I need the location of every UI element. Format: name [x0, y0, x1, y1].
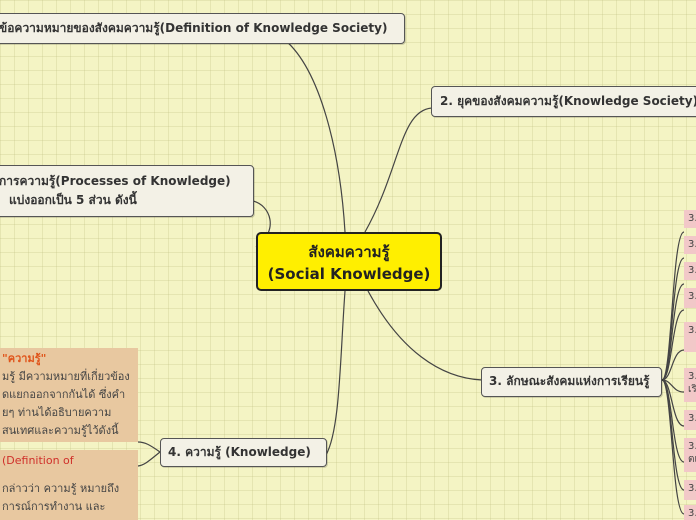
- topic-knowledge-label: 4. ความรู้ (Knowledge): [168, 445, 311, 459]
- subtopic-label: 3.: [688, 371, 696, 382]
- topic-processes-line1: การความรู้(Processes of Knowledge): [0, 174, 231, 188]
- subtopic-3-4[interactable]: 3.: [684, 288, 696, 308]
- topic-knowledge[interactable]: 4. ความรู้ (Knowledge): [160, 438, 327, 467]
- subtopic-label-extra: ตเ: [688, 454, 696, 465]
- subtopic-label: 3.: [688, 483, 696, 494]
- link-learning: [367, 290, 483, 381]
- central-topic-line1: สังคมความรู้: [308, 243, 390, 261]
- subtopic-label: 3.: [688, 213, 696, 224]
- topic-definition[interactable]: ข้อความหมายของสังคมความรู้(Definition of…: [0, 13, 405, 44]
- note-line: มรู้ มีความหมายที่เกี่ยวข้อง: [2, 370, 130, 383]
- note-line: กล่าวว่า ความรู้ หมายถึง: [2, 482, 120, 495]
- topic-processes-line2: แบ่งออกเป็น 5 ส่วน ดังนี้: [9, 193, 137, 207]
- subtopic-3-6[interactable]: 3. เริ: [684, 368, 696, 402]
- subtopic-3-7[interactable]: 3.: [684, 410, 696, 430]
- subtopic-label: 3.: [688, 441, 696, 452]
- topic-definition-label: ข้อความหมายของสังคมความรู้(Definition of…: [0, 21, 388, 35]
- subtopic-3-2[interactable]: 3.: [684, 236, 696, 254]
- subtopic-3-3[interactable]: 3.: [684, 262, 696, 280]
- note-title: "ความรู้": [2, 352, 47, 365]
- topic-learning[interactable]: 3. ลักษณะสังคมแห่งการเรียนรู้: [481, 367, 662, 397]
- note-line: การณ์การทำงาน และ: [2, 500, 106, 513]
- note-line: สนเทศและความรู้ไว้ดังนี้: [2, 424, 119, 437]
- subtopic-3-5[interactable]: 3.: [684, 322, 696, 352]
- topic-era[interactable]: 2. ยุคของสังคมความรู้(Knowledge Society): [431, 86, 696, 117]
- subtopic-label: 3.: [688, 291, 696, 302]
- subtopic-3-8[interactable]: 3. ตเ: [684, 438, 696, 472]
- note-title: (Definition of: [2, 454, 74, 467]
- subtopic-label: 3.: [688, 508, 696, 519]
- link-note1: [137, 441, 161, 453]
- topic-processes[interactable]: การความรู้(Processes of Knowledge) แบ่งอ…: [0, 165, 254, 217]
- central-topic[interactable]: สังคมความรู้ (Social Knowledge): [256, 232, 442, 291]
- link-knowledge: [325, 290, 346, 456]
- link-note2: [137, 451, 161, 467]
- subtopic-label: 3.: [688, 265, 696, 276]
- subtopic-label-extra: เริ: [688, 384, 696, 395]
- note-knowledge-meaning[interactable]: "ความรู้" มรู้ มีความหมายที่เกี่ยวข้อง ด…: [0, 348, 138, 442]
- subtopic-label: 3.: [688, 413, 696, 424]
- note-knowledge-definition[interactable]: (Definition of กล่าวว่า ความรู้ หมายถึง …: [0, 450, 138, 520]
- topic-learning-label: 3. ลักษณะสังคมแห่งการเรียนรู้: [489, 374, 650, 388]
- link-era: [364, 107, 433, 233]
- central-topic-line2: (Social Knowledge): [267, 265, 431, 283]
- link-definition: [284, 39, 346, 233]
- note-line: ยๆ ท่านได้อธิบายความ: [2, 406, 112, 419]
- subtopic-3-10[interactable]: 3.: [684, 505, 696, 520]
- topic-era-label: 2. ยุคของสังคมความรู้(Knowledge Society): [440, 94, 696, 108]
- subtopic-label: 3.: [688, 325, 696, 336]
- subtopic-3-9[interactable]: 3.: [684, 480, 696, 500]
- note-line: ดแยกออกจากกันได้ ซึ่งคำ: [2, 388, 126, 401]
- subtopic-label: 3.: [688, 239, 696, 250]
- subtopic-3-1[interactable]: 3.: [684, 210, 696, 228]
